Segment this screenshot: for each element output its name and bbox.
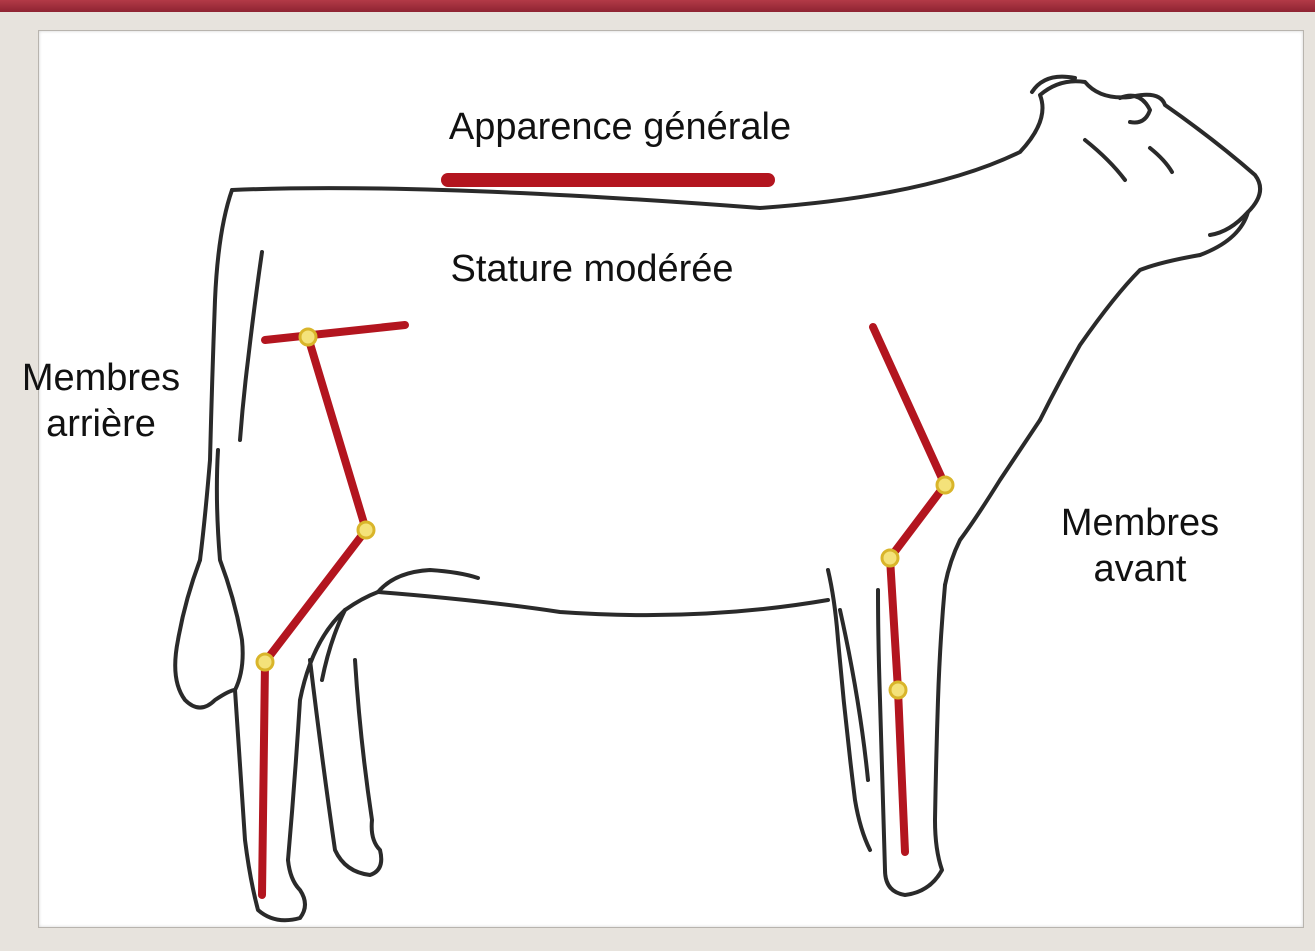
hip-joint (300, 329, 316, 345)
general-appearance-label: Apparence générale (410, 104, 830, 150)
front-limbs-label-line-2: avant (1040, 546, 1240, 592)
hind-limbs-label: Membres arrière (6, 355, 196, 447)
front-limbs-label: Membres avant (1040, 500, 1240, 592)
hind-limbs-label-line-1: Membres (6, 355, 196, 401)
stifle-joint (358, 522, 374, 538)
moderate-stature-label: Stature modérée (412, 246, 772, 292)
elbow-joint (882, 550, 898, 566)
knee-joint (890, 682, 906, 698)
shoulder-joint (937, 477, 953, 493)
hock-joint (257, 654, 273, 670)
hip-line (265, 325, 405, 340)
hind-limbs-label-line-2: arrière (6, 401, 196, 447)
front-limbs-label-line-1: Membres (1040, 500, 1240, 546)
hind-leg-angle (262, 337, 366, 895)
cow-outline (175, 77, 1260, 921)
